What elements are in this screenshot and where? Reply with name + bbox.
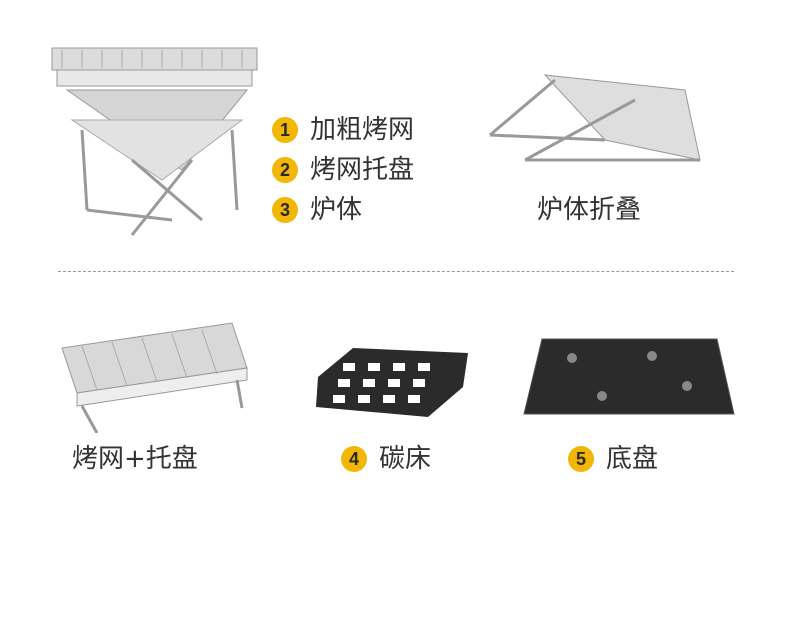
number-badge: 3 [272, 197, 298, 223]
part-label-2: 2 烤网托盘 [272, 154, 414, 186]
part-name: 烤网托盘 [310, 155, 415, 185]
charcoal-bed-image [316, 348, 468, 417]
grill-tray-caption: 烤网+托盘 [72, 444, 198, 474]
base-plate-image [523, 338, 735, 415]
part-label-4: 4 碳床 [341, 443, 431, 475]
number-badge: 5 [568, 446, 594, 472]
part-label-5: 5 底盘 [568, 443, 658, 475]
grill-assembled-image [51, 47, 258, 236]
number-badge: 2 [272, 157, 298, 183]
part-label-3: 3 炉体 [272, 194, 362, 226]
part-name: 碳床 [379, 444, 432, 474]
part-name: 炉体 [310, 195, 363, 225]
part-label-1: 1 加粗烤网 [272, 114, 414, 146]
number-badge: 4 [341, 446, 367, 472]
dashed-divider [58, 271, 734, 272]
number-badge: 1 [272, 117, 298, 143]
grill-and-tray-image [61, 322, 248, 433]
part-name: 底盘 [606, 444, 659, 474]
part-name: 加粗烤网 [310, 115, 415, 145]
folded-caption: 炉体折叠 [537, 195, 642, 225]
folded-body-image [489, 74, 701, 162]
